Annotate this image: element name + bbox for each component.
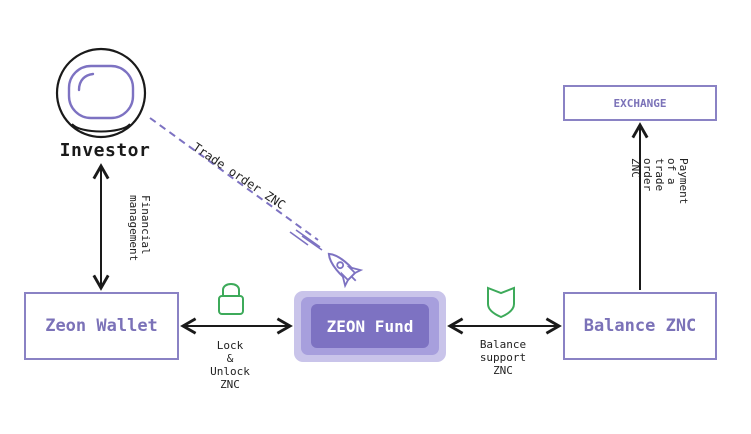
payment-trade-order-label: Payment of a trade order ZNC bbox=[629, 158, 690, 205]
trade-order-dashed-line bbox=[149, 117, 319, 241]
zeon-fund-node[interactable]: ZEON Fund bbox=[311, 304, 429, 348]
astronaut-helmet-icon bbox=[55, 47, 147, 139]
padlock-icon bbox=[218, 283, 244, 315]
zeon-wallet-node[interactable]: Zeon Wallet bbox=[24, 292, 179, 360]
financial-management-label: Financial management bbox=[127, 195, 152, 262]
balance-znc-node[interactable]: Balance ZNC bbox=[563, 292, 717, 360]
lock-unlock-label: Lock & Unlock ZNC bbox=[210, 339, 250, 391]
shield-icon bbox=[487, 286, 515, 319]
investor-label: Investor bbox=[59, 140, 151, 161]
rocket-trail bbox=[289, 229, 323, 251]
rocket-icon bbox=[327, 252, 364, 289]
balance-support-label: Balance support ZNC bbox=[479, 338, 527, 377]
exchange-node[interactable]: EXCHANGE bbox=[563, 85, 717, 121]
